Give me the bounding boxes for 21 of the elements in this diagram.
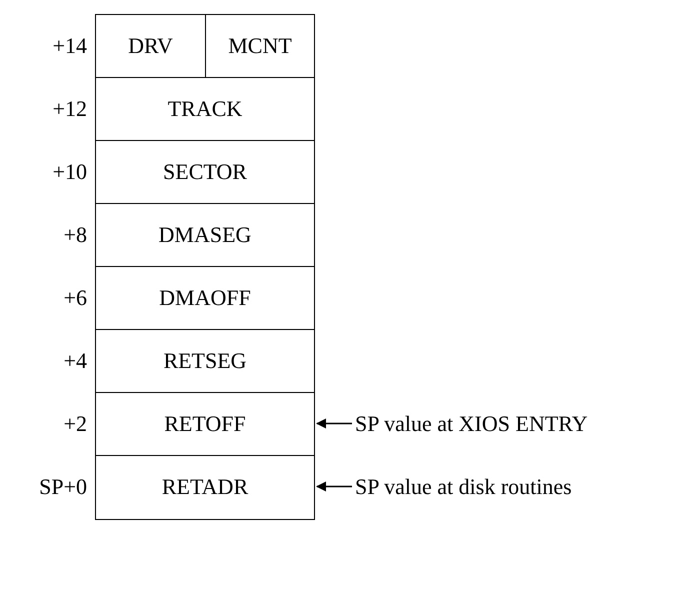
offset-label: SP+0 [38, 474, 87, 500]
stack-field: SECTOR [95, 140, 315, 204]
offset-label: +2 [62, 410, 87, 436]
stack-field: DMASEG [95, 203, 315, 268]
stack-field: TRACK [95, 77, 315, 142]
arrow [316, 482, 352, 492]
offset-label: +4 [62, 348, 87, 374]
stack-field: RETOFF [95, 392, 315, 456]
stack-field: MCNT [205, 14, 315, 78]
offset-label: +6 [62, 284, 87, 310]
offset-label: +14 [52, 32, 87, 58]
stack-field: RETADR [95, 455, 315, 520]
offset-label: +12 [52, 96, 87, 122]
annotation-text: SP value at XIOS ENTRY [355, 410, 588, 438]
arrow [316, 418, 352, 428]
stack-field: DMAOFF [95, 266, 315, 330]
offset-label: +8 [62, 222, 87, 248]
offset-label: +10 [52, 158, 87, 184]
annotation-text: SP value at disk routines [355, 472, 572, 500]
stack-field: DRV [95, 14, 206, 78]
stack-field: RETSEG [95, 329, 315, 394]
